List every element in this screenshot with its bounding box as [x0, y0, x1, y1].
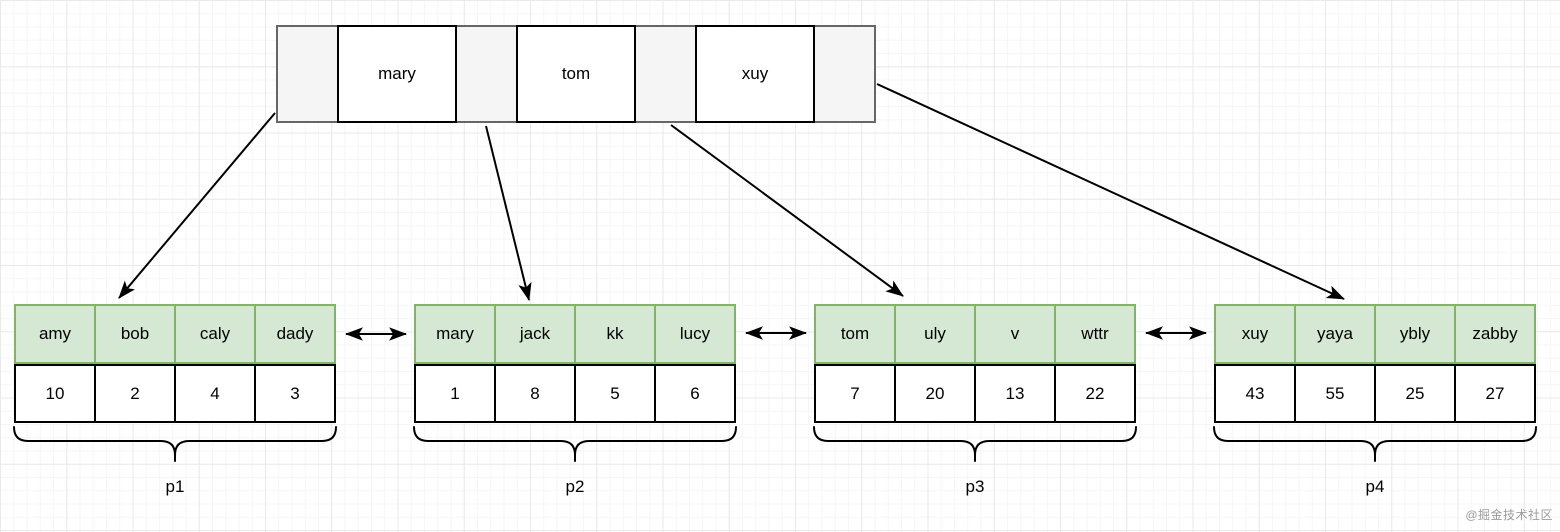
brace-p4 [1213, 426, 1537, 462]
name-cell: mary [436, 324, 474, 343]
page-label-p4: p4 [1365, 477, 1385, 496]
leaf-value-row: 43 55 25 27 [1214, 364, 1536, 423]
value-cell: 43 [1245, 383, 1265, 403]
pointer-cell [636, 27, 695, 121]
index-node: mary tom xuy [276, 25, 876, 123]
name-cell: tom [840, 324, 870, 343]
arrow-index-to-p1 [118, 112, 276, 299]
name-cell: caly [174, 306, 254, 362]
pointer-cell [457, 27, 516, 121]
leaf-value-row: 1 8 5 6 [414, 364, 736, 423]
page-label-p3: p3 [965, 477, 985, 496]
arrow-index-to-p2 [485, 125, 532, 301]
leaf-page-p2: mary jack kk lucy 1 8 5 6 [414, 304, 736, 423]
index-key-cell: mary [337, 25, 457, 123]
leaf-header-row: xuy yaya ybly zabby [1214, 304, 1536, 364]
value-cell: 25 [1374, 366, 1454, 421]
index-key-cell: tom [516, 25, 636, 123]
name-cell: yaya [1294, 306, 1374, 362]
leaf-header-row: tom uly v wttr [814, 304, 1136, 364]
name-cell: xuy [1241, 324, 1269, 343]
value-cell: 13 [974, 366, 1054, 421]
leaf-header-row: mary jack kk lucy [414, 304, 736, 364]
name-cell: dady [254, 306, 334, 362]
arrow-index-to-p4 [876, 83, 1345, 300]
leaf-page-p3: tom uly v wttr 7 20 13 22 [814, 304, 1136, 423]
pointer-cell [815, 27, 874, 121]
value-cell: 3 [254, 366, 334, 421]
value-cell: 20 [894, 366, 974, 421]
name-cell: ybly [1374, 306, 1454, 362]
name-cell: bob [94, 306, 174, 362]
page-label-p2: p2 [565, 477, 585, 496]
leaf-page-p4: xuy yaya ybly zabby 43 55 25 27 [1214, 304, 1536, 423]
brace-p3 [813, 426, 1137, 462]
brace-p2 [413, 426, 737, 462]
value-cell: 1 [450, 383, 460, 403]
value-cell: 22 [1054, 366, 1134, 421]
value-cell: 8 [494, 366, 574, 421]
name-cell: kk [574, 306, 654, 362]
value-cell: 2 [94, 366, 174, 421]
brace-p1 [13, 426, 337, 462]
page-label-p1: p1 [165, 477, 185, 496]
value-cell: 4 [174, 366, 254, 421]
index-key-cell: xuy [695, 25, 815, 123]
name-cell: uly [894, 306, 974, 362]
pointer-cell [278, 27, 337, 121]
name-cell: v [974, 306, 1054, 362]
name-cell: lucy [654, 306, 734, 362]
value-cell: 7 [850, 383, 860, 403]
value-cell: 55 [1294, 366, 1374, 421]
value-cell: 5 [574, 366, 654, 421]
name-cell: zabby [1454, 306, 1534, 362]
leaf-page-p1: amy bob caly dady 10 2 4 3 [14, 304, 336, 423]
leaf-header-row: amy bob caly dady [14, 304, 336, 364]
value-cell: 10 [45, 383, 65, 403]
watermark: @掘金技术社区 [1465, 508, 1553, 522]
value-cell: 6 [654, 366, 734, 421]
leaf-value-row: 10 2 4 3 [14, 364, 336, 423]
name-cell: amy [38, 324, 72, 343]
name-cell: wttr [1054, 306, 1134, 362]
leaf-value-row: 7 20 13 22 [814, 364, 1136, 423]
arrow-index-to-p3 [670, 124, 904, 297]
name-cell: jack [494, 306, 574, 362]
value-cell: 27 [1454, 366, 1534, 421]
